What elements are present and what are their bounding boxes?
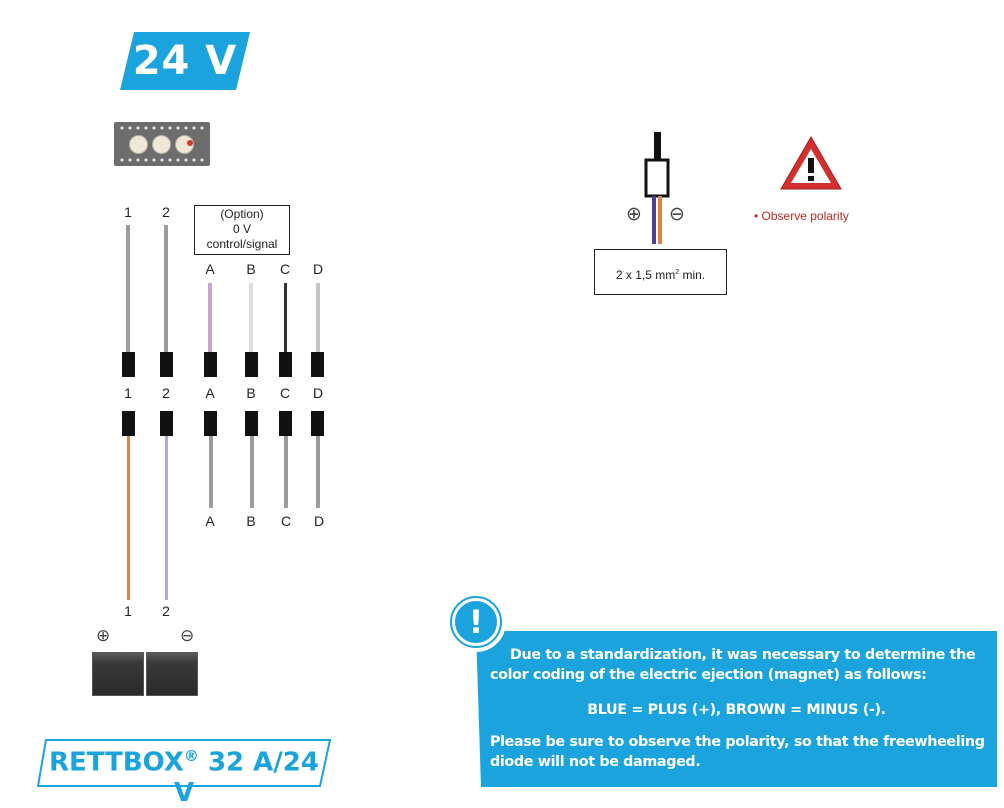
wire-a-lower <box>209 436 213 508</box>
info-text-2: BLUE = PLUS (+), BROWN = MINUS (-). <box>587 702 886 718</box>
wire-label-2-bottom: 2 <box>162 603 170 619</box>
plug-b-upper <box>245 352 258 377</box>
plug-c-upper <box>279 352 292 377</box>
plug-1-lower <box>122 411 135 436</box>
wire-d-lower <box>316 436 320 508</box>
cable-spec-box: 2 x 1,5 mm2 min. <box>594 249 727 295</box>
wire-label-c-bottom: C <box>280 513 292 529</box>
wire-1-lower <box>127 436 130 600</box>
option-line-3: control/signal <box>206 237 278 251</box>
wire-b-lower <box>250 436 254 508</box>
terminal-hole <box>152 135 171 154</box>
wire-a-upper <box>208 283 212 355</box>
plug-b-lower <box>245 411 258 436</box>
plug-2-upper <box>160 352 173 377</box>
polarity-note: • Observe polarity <box>754 209 849 223</box>
wire-c-lower <box>284 436 288 508</box>
lower-plugs <box>122 411 324 436</box>
wire-label-b-mid: B <box>246 385 256 401</box>
terminal-dots-top <box>118 126 206 130</box>
wire-label-1-bottom: 1 <box>124 603 132 619</box>
plug-d-upper <box>311 352 324 377</box>
wire-label-d-top: D <box>312 261 324 277</box>
device-plus-symbol: ⊕ <box>626 204 642 225</box>
wire-d-upper <box>316 283 320 355</box>
info-exclamation-icon: ! <box>446 592 506 652</box>
connector-half-right <box>146 652 198 696</box>
minus-symbol: ⊖ <box>180 626 195 645</box>
upper-plugs <box>122 352 324 377</box>
info-text-1: Due to a standardization, it was necessa… <box>490 647 976 683</box>
terminal-block-icon <box>114 122 210 166</box>
wire-b-upper <box>249 283 253 355</box>
option-line-1: (Option) <box>220 207 264 221</box>
plug-c-lower <box>279 411 292 436</box>
product-badge: RETTBOX® 32 A/24 V <box>36 738 332 808</box>
wire-label-2-mid: 2 <box>162 385 170 401</box>
voltage-badge: 24 V <box>120 32 250 90</box>
option-line-2: 0 V <box>232 222 251 236</box>
magnet-device-icon <box>644 132 670 244</box>
lower-wires <box>127 436 320 600</box>
cable-spec-text: 2 x 1,5 mm <box>615 268 676 282</box>
device-minus-symbol: ⊖ <box>669 204 685 225</box>
wire-label-d-mid: D <box>312 385 324 401</box>
info-icon-ring <box>452 598 500 646</box>
connector-half-left <box>92 652 144 696</box>
wiring-diagram <box>122 225 324 600</box>
wire-label-a-bottom: A <box>205 513 215 529</box>
info-text-3: Please be sure to observe the polarity, … <box>490 734 985 770</box>
product-badge-text: RETTBOX® 32 A/24 V <box>36 747 332 808</box>
info-panel: Due to a standardization, it was necessa… <box>476 631 997 787</box>
wire-2-upper <box>164 225 168 355</box>
wire-label-1-top: 1 <box>124 204 132 220</box>
wire-c-upper <box>284 283 287 355</box>
wire-label-c-top: C <box>279 261 291 277</box>
wire-2-lower <box>165 436 168 600</box>
product-badge-frame <box>36 739 332 787</box>
voltage-badge-text: 24 V <box>132 38 238 84</box>
option-box: (Option) 0 V control/signal <box>194 205 290 255</box>
warning-triangle-icon <box>780 135 842 190</box>
product-reg-mark: ® <box>183 747 199 765</box>
plug-d-lower <box>311 411 324 436</box>
wire-label-b-top: B <box>246 261 256 277</box>
wire-1-upper <box>126 225 130 355</box>
upper-wires <box>126 225 320 355</box>
connector-plug-icon <box>92 652 202 696</box>
terminal-red-dot <box>187 140 193 146</box>
terminal-dots-bottom <box>118 158 206 162</box>
info-icon-glyph: ! <box>468 603 484 641</box>
terminal-hole <box>175 135 194 154</box>
plug-a-upper <box>204 352 217 377</box>
wire-label-d-bottom: D <box>313 513 325 529</box>
wire-label-a-mid: A <box>205 385 215 401</box>
cable-spec-sup: 2 <box>675 269 680 276</box>
plug-2-lower <box>160 411 173 436</box>
wire-label-2-top: 2 <box>162 204 170 220</box>
wire-label-1-mid: 1 <box>124 385 132 401</box>
plus-symbol: ⊕ <box>96 626 111 645</box>
wire-label-c-mid: C <box>279 385 291 401</box>
wire-label-a-top: A <box>205 261 215 277</box>
cable-spec-suffix: min. <box>679 268 706 282</box>
product-name: RETTBOX <box>49 747 184 778</box>
plug-1-upper <box>122 352 135 377</box>
wire-label-b-bottom: B <box>246 513 256 529</box>
plug-a-lower <box>204 411 217 436</box>
terminal-hole <box>129 135 148 154</box>
